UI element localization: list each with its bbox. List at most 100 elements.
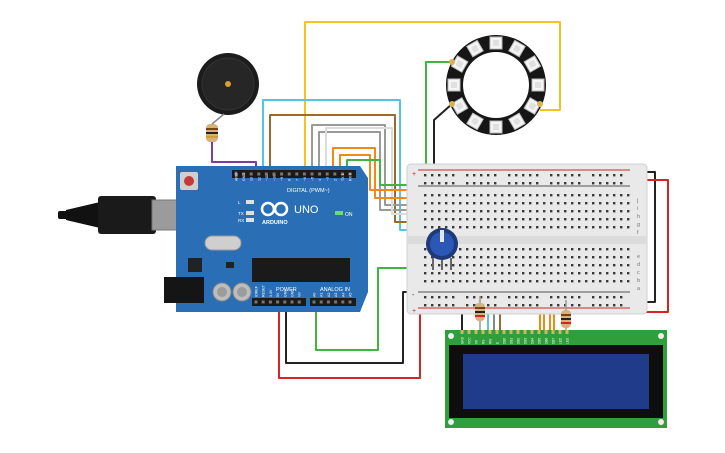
lcd-pin-label: DB6 (544, 338, 548, 344)
resistor-lcd-1[interactable] (475, 296, 485, 330)
header-pin[interactable] (312, 300, 316, 304)
wire-green-ring[interactable] (425, 61, 452, 170)
breadboard-hole (529, 174, 532, 177)
header-pin[interactable] (290, 300, 294, 304)
header-pin[interactable] (254, 300, 258, 304)
header-pin[interactable] (348, 300, 352, 304)
header-pin[interactable] (287, 172, 291, 176)
breadboard-row-letter: i (637, 206, 638, 212)
header-pin[interactable] (283, 300, 287, 304)
header-pin[interactable] (348, 172, 352, 176)
header-pin[interactable] (302, 172, 306, 176)
lcd-pin-label: RW (488, 339, 492, 344)
header-pin[interactable] (318, 172, 322, 176)
neopixel-ring[interactable] (446, 35, 546, 135)
header-pin[interactable] (257, 172, 261, 176)
breadboard-hole (606, 280, 609, 283)
breadboard-hole (508, 272, 511, 275)
breadboard-hole (550, 304, 553, 307)
lcd-pin[interactable] (460, 330, 464, 334)
pin-label: A3 (334, 293, 338, 297)
breadboard-hole (459, 218, 462, 221)
arduino-uno[interactable]: ARDUINO UNO DIGITAL (PWM~) POWER ANALOG … (58, 166, 368, 312)
breadboard-hole (599, 194, 602, 197)
breadboard-hole (550, 256, 553, 259)
breadboard-hole (494, 304, 497, 307)
breadboard-hole (501, 264, 504, 267)
breadboard-hole (543, 210, 546, 213)
wire-red-right[interactable] (630, 179, 669, 313)
header-pin[interactable] (268, 300, 272, 304)
breadboard-hole (522, 226, 525, 229)
resistor-lcd-2[interactable] (561, 300, 571, 334)
header-pin[interactable] (234, 172, 238, 176)
header-pin[interactable] (295, 172, 299, 176)
breadboard-hole (515, 226, 518, 229)
breadboard-hole (480, 210, 483, 213)
breadboard-hole (536, 248, 539, 251)
wire-red-5v[interactable] (278, 305, 421, 379)
breadboard-hole (431, 218, 434, 221)
lcd-pin[interactable] (502, 330, 506, 334)
lcd-pin[interactable] (495, 330, 499, 334)
breadboard-hole (550, 218, 553, 221)
breadboard-hole (424, 264, 427, 267)
lcd-pin[interactable] (537, 330, 541, 334)
header-pin[interactable] (340, 172, 344, 176)
wire-black-ring[interactable] (433, 103, 453, 170)
lcd-pin-label: VCC (467, 337, 471, 344)
header-pin[interactable] (276, 300, 280, 304)
breadboard-hole (473, 264, 476, 267)
lcd-pin-label: V0 (474, 340, 478, 344)
header-pin[interactable] (264, 172, 268, 176)
header-pin[interactable] (297, 300, 301, 304)
header-pin[interactable] (249, 172, 253, 176)
breadboard-hole (522, 210, 525, 213)
breadboard-hole (599, 202, 602, 205)
lcd-pin[interactable] (558, 330, 562, 334)
potentiometer[interactable] (426, 228, 458, 270)
pin-label: GND (242, 173, 246, 181)
header-pin[interactable] (310, 172, 314, 176)
header-pin[interactable] (326, 300, 330, 304)
header-pin[interactable] (333, 172, 337, 176)
breadboard-hole (473, 226, 476, 229)
breadboard-hole (508, 296, 511, 299)
breadboard-hole (613, 296, 616, 299)
lcd-pin[interactable] (530, 330, 534, 334)
breadboard-hole (424, 304, 427, 307)
lcd-pin[interactable] (467, 330, 471, 334)
lcd-pin[interactable] (488, 330, 492, 334)
breadboard-hole (466, 280, 469, 283)
header-pin[interactable] (272, 172, 276, 176)
header-pin[interactable] (319, 300, 323, 304)
breadboard-hole (550, 248, 553, 251)
lcd-pin[interactable] (516, 330, 520, 334)
lcd-pin[interactable] (481, 330, 485, 334)
wire-purple[interactable] (211, 140, 257, 170)
lcd-pin[interactable] (523, 330, 527, 334)
breadboard-hole (627, 218, 630, 221)
header-pin[interactable] (242, 172, 246, 176)
header-pin[interactable] (341, 300, 345, 304)
wire-yellow[interactable] (304, 21, 561, 170)
header-pin[interactable] (325, 172, 329, 176)
header-pin[interactable] (334, 300, 338, 304)
lcd-pin[interactable] (551, 330, 555, 334)
header-pin[interactable] (261, 300, 265, 304)
lcd-pin[interactable] (474, 330, 478, 334)
breadboard-hole (564, 202, 567, 205)
breadboard-hole (459, 272, 462, 275)
breadboard-hole (606, 264, 609, 267)
breadboard-hole (571, 280, 574, 283)
breadboard-hole (557, 296, 560, 299)
header-pin[interactable] (280, 172, 284, 176)
lcd-pin[interactable] (509, 330, 513, 334)
lcd-pin[interactable] (565, 330, 569, 334)
piezo-buzzer[interactable] (197, 53, 259, 125)
breadboard-hole (522, 304, 525, 307)
lcd-pin[interactable] (544, 330, 548, 334)
breadboard-hole (473, 202, 476, 205)
resistor-buzzer[interactable] (206, 124, 218, 142)
